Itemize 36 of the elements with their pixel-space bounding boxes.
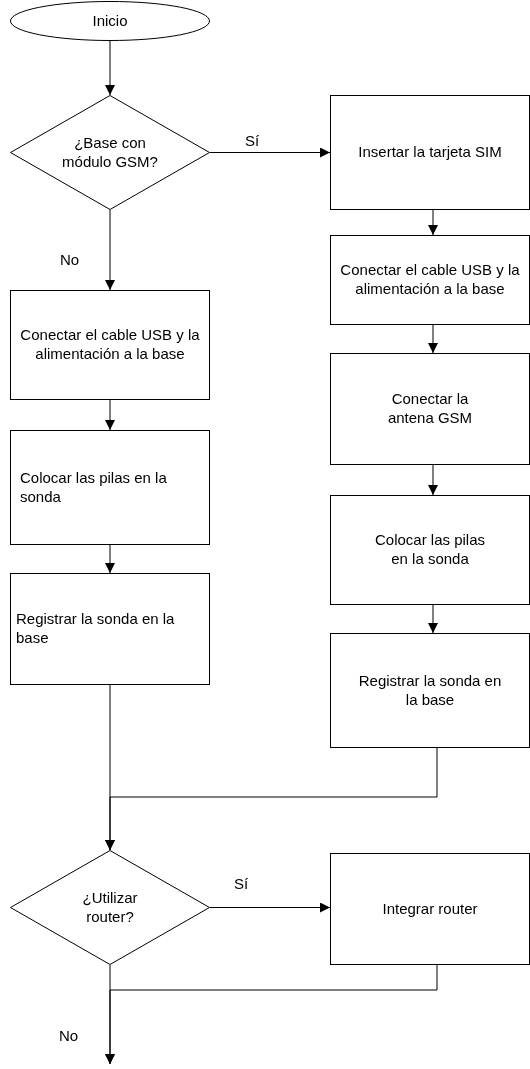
arrow <box>105 544 115 574</box>
process-box <box>330 353 530 465</box>
node-text: ¿Base con módulo GSM? <box>61 133 159 172</box>
decision-diamond <box>10 95 210 210</box>
start-oval <box>10 1 210 41</box>
arrow <box>105 399 115 431</box>
process-box <box>10 430 210 545</box>
process-box <box>10 290 210 400</box>
arrow <box>428 464 438 496</box>
arrow <box>428 209 438 236</box>
process-box <box>330 95 530 210</box>
node-text: Registrar la sonda en la base <box>16 610 176 648</box>
arrow <box>428 324 438 354</box>
node-text: Conectar el cable USB y la alimentación a la base <box>19 326 201 364</box>
node-text: Insertar la tarjeta SIM <box>358 143 502 162</box>
node-text: Integrar router <box>382 899 478 919</box>
arrow <box>105 209 115 291</box>
node-text: Conectar la antena GSM <box>386 390 474 428</box>
arrow <box>105 747 438 851</box>
arrow <box>105 964 438 1065</box>
process-box <box>330 495 530 605</box>
arrow <box>428 604 438 634</box>
node-text: Colocar las pilas en la sonda <box>20 468 168 507</box>
decision-diamond <box>10 850 210 965</box>
process-box <box>10 573 210 685</box>
node-text: Conectar el cable USB y la alimentación a la base <box>339 261 521 299</box>
node-text: Inicio <box>92 11 128 31</box>
arrow <box>209 147 331 158</box>
process-box <box>330 853 530 965</box>
process-box <box>330 235 530 325</box>
node-text: Registrar la sonda en la base <box>358 671 502 710</box>
node-text: ¿Utilizar router? <box>81 888 139 927</box>
arrow <box>209 902 331 913</box>
process-box <box>330 633 530 748</box>
arrow <box>105 40 115 96</box>
node-text: Colocar las pilas en la sonda <box>373 531 486 569</box>
